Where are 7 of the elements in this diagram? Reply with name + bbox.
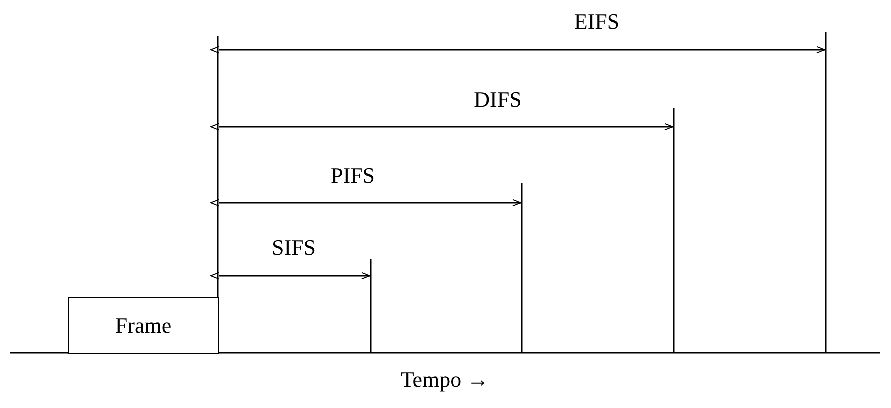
interval-label: PIFS [330,165,376,187]
interval-label: DIFS [474,89,522,111]
frame-box [68,297,219,354]
axis-label: Tempo → [400,369,490,391]
interval-label: EIFS [574,11,620,33]
interval-label: SIFS [272,237,316,259]
frame-label: Frame [115,312,172,338]
